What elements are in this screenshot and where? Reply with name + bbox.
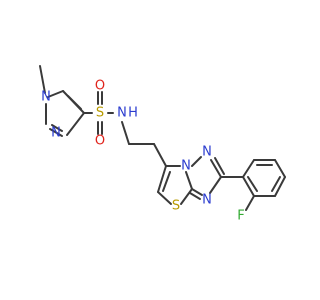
bond-thz-2b [162, 171, 171, 192]
atom-o-top: O [95, 79, 105, 94]
bond-trz-4 [191, 188, 203, 196]
bond-ph-f [245, 195, 255, 211]
bond-ph-4 [274, 176, 286, 197]
bond-imid-3 [66, 112, 85, 136]
bond-trz-2b [214, 157, 225, 175]
bond-imid-4b [51, 124, 63, 132]
molecule-canvas: N N S O O N H N N N S F [39, 65, 286, 224]
bond-trz-1 [191, 156, 202, 167]
atom-n-imidazole: N [51, 126, 61, 141]
atom-o-bottom: O [95, 134, 105, 149]
bond-ph-3 [274, 159, 286, 178]
bond-ph-6 [242, 176, 255, 197]
bond-methyl [39, 65, 46, 94]
bond-thz-3 [157, 191, 172, 205]
bond-thz-2 [157, 165, 167, 193]
bond-n-ch2 [121, 121, 130, 145]
atom-n-triazole-bottom: N [202, 193, 212, 208]
bond-imid-1 [47, 90, 64, 98]
atom-s-thiazole: S [172, 199, 180, 214]
chemical-structure-diagram: N N S O O N H N N N S F [39, 65, 286, 224]
bond-ph-6b [247, 176, 258, 192]
bond-thz-5 [185, 171, 193, 190]
bond-trz-3 [209, 176, 222, 194]
bond-trz-4b [189, 192, 201, 200]
atom-f: F [237, 209, 244, 224]
bond-trz-2 [210, 159, 222, 178]
bond-ch2-thiazole [153, 143, 167, 167]
atom-n-amide: N [117, 106, 127, 121]
bond-imid-4 [49, 128, 63, 137]
bond-ph-4b [271, 176, 281, 192]
atom-s-sulfonyl: S [96, 106, 104, 121]
bond-thz-4 [180, 188, 193, 205]
atom-n-methyl: N [41, 90, 51, 105]
atom-n-triazole-top: N [202, 145, 212, 160]
bond-layer [39, 65, 286, 211]
atom-h-amide: H [128, 106, 138, 121]
atom-n-bridge: N [181, 159, 191, 174]
bond-imid-2b [67, 95, 82, 110]
bond-ph-1 [242, 159, 255, 178]
atom-label-layer: N N S O O N H N N N S F [41, 79, 245, 224]
